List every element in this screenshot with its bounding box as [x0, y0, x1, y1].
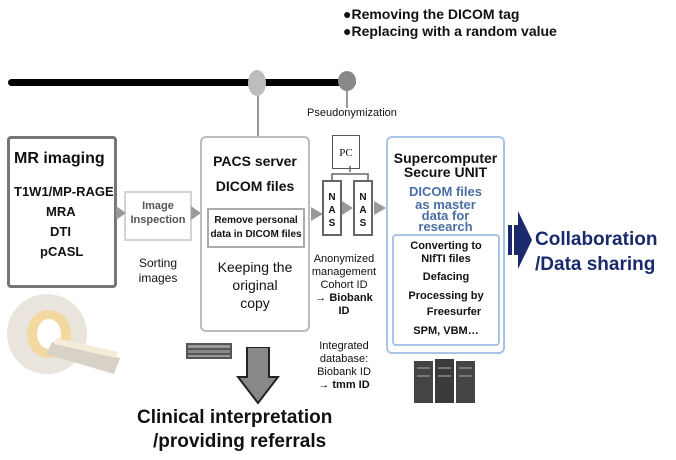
image-inspection-line1: Image	[142, 200, 174, 212]
process-line3: Defacing	[422, 271, 470, 283]
remove-personal-line1: Remove personal	[214, 215, 298, 226]
anonymized-line2: management	[311, 266, 377, 278]
processing-box	[392, 234, 500, 346]
super-title-line2: Secure UNIT	[403, 164, 488, 180]
mr-item-pcasl: pCASL	[40, 244, 84, 259]
mri-scanner-illustration	[7, 294, 120, 374]
anonymized-line4: → Biobank	[315, 292, 373, 304]
super-dicom-line2: as master	[415, 197, 476, 212]
integrated-line3: Biobank ID	[317, 366, 371, 378]
server-rack-icon	[186, 343, 232, 359]
process-line1: Converting to	[410, 240, 482, 252]
process-line4: Processing by	[408, 290, 484, 302]
process-line6: SPM, VBM…	[413, 325, 479, 337]
pacs-title-line2: DICOM files	[215, 178, 295, 194]
pc-label: PC	[339, 147, 353, 159]
clinical-line2: /providing referrals	[153, 431, 327, 452]
connector-line-pacs	[257, 86, 259, 136]
keep-copy-line1: Keeping the	[217, 259, 293, 275]
nas-right-n: N	[359, 192, 367, 203]
remove-personal-data-box	[207, 208, 305, 248]
clinical-line1: Clinical interpretation	[137, 407, 333, 428]
mr-imaging-title: MR imaging	[14, 150, 105, 167]
nas-left-a: A	[328, 205, 336, 216]
nas-right-a: A	[359, 205, 367, 216]
sorting-label-line1: Sorting	[138, 256, 178, 270]
arrow-mr-to-inspection	[116, 206, 126, 220]
pseudonymization-label: Pseudonymization	[307, 107, 397, 119]
timeline-marker-pseudo	[338, 71, 356, 91]
image-inspection-line2: Inspection	[130, 214, 186, 226]
arrow-nas-to-super	[374, 201, 386, 215]
supercomputer-rack-icon	[414, 359, 475, 403]
nas-left-s: S	[328, 218, 336, 229]
arrow-collaboration	[508, 211, 532, 269]
integrated-line2: database:	[319, 353, 369, 365]
keep-copy-line2: original	[232, 277, 278, 293]
collaboration-line1: Collaboration	[535, 229, 658, 250]
arrow-nas-between	[342, 201, 353, 215]
super-dicom-line3: data for	[421, 208, 470, 223]
nas-right-s: S	[359, 218, 367, 229]
anonymized-line5: ID	[338, 305, 350, 317]
arrow-inspection-to-pacs	[191, 206, 201, 220]
timeline-marker-pacs	[248, 70, 266, 96]
process-line2: NIfTI files	[421, 253, 471, 265]
process-line5: Freesurfer	[426, 306, 482, 318]
nas-left-n: N	[328, 192, 336, 203]
arrow-down-clinical	[236, 347, 280, 405]
anonymized-line1: Anonymized	[313, 253, 375, 265]
mr-item-t1: T1W1/MP-RAGE	[14, 184, 114, 199]
mr-item-mra: MRA	[46, 204, 76, 219]
integrated-line1: Integrated	[319, 340, 369, 352]
nas-box-left	[322, 180, 342, 236]
arrow-pc-to-nas	[331, 166, 369, 180]
bullet-remove-tag: ●Removing the DICOM tag	[343, 6, 520, 22]
anonymized-line3: Cohort ID	[320, 279, 368, 291]
sorting-label-line2: images	[138, 271, 178, 285]
connector-line-pseudo	[346, 86, 348, 108]
keep-copy-line3: copy	[240, 295, 270, 311]
collaboration-line2: /Data sharing	[535, 254, 656, 275]
mr-item-dti: DTI	[50, 224, 71, 239]
super-dicom-line4: research	[418, 219, 473, 234]
nas-box-right	[353, 180, 373, 236]
integrated-line4: → tmm ID	[318, 379, 370, 391]
super-title-line1: Supercomputer	[393, 150, 498, 166]
super-dicom-line1: DICOM files	[409, 184, 482, 199]
image-inspection-box	[124, 191, 192, 241]
timeline-bar	[8, 79, 356, 86]
bullet-replace-random: ●Replacing with a random value	[343, 23, 557, 39]
pc-box: PC	[332, 135, 360, 169]
arrow-pacs-to-nas	[311, 207, 323, 221]
pacs-title-line1: PACS server	[213, 153, 297, 169]
remove-personal-line2: data in DICOM files	[210, 229, 302, 240]
mr-imaging-box	[7, 136, 117, 288]
